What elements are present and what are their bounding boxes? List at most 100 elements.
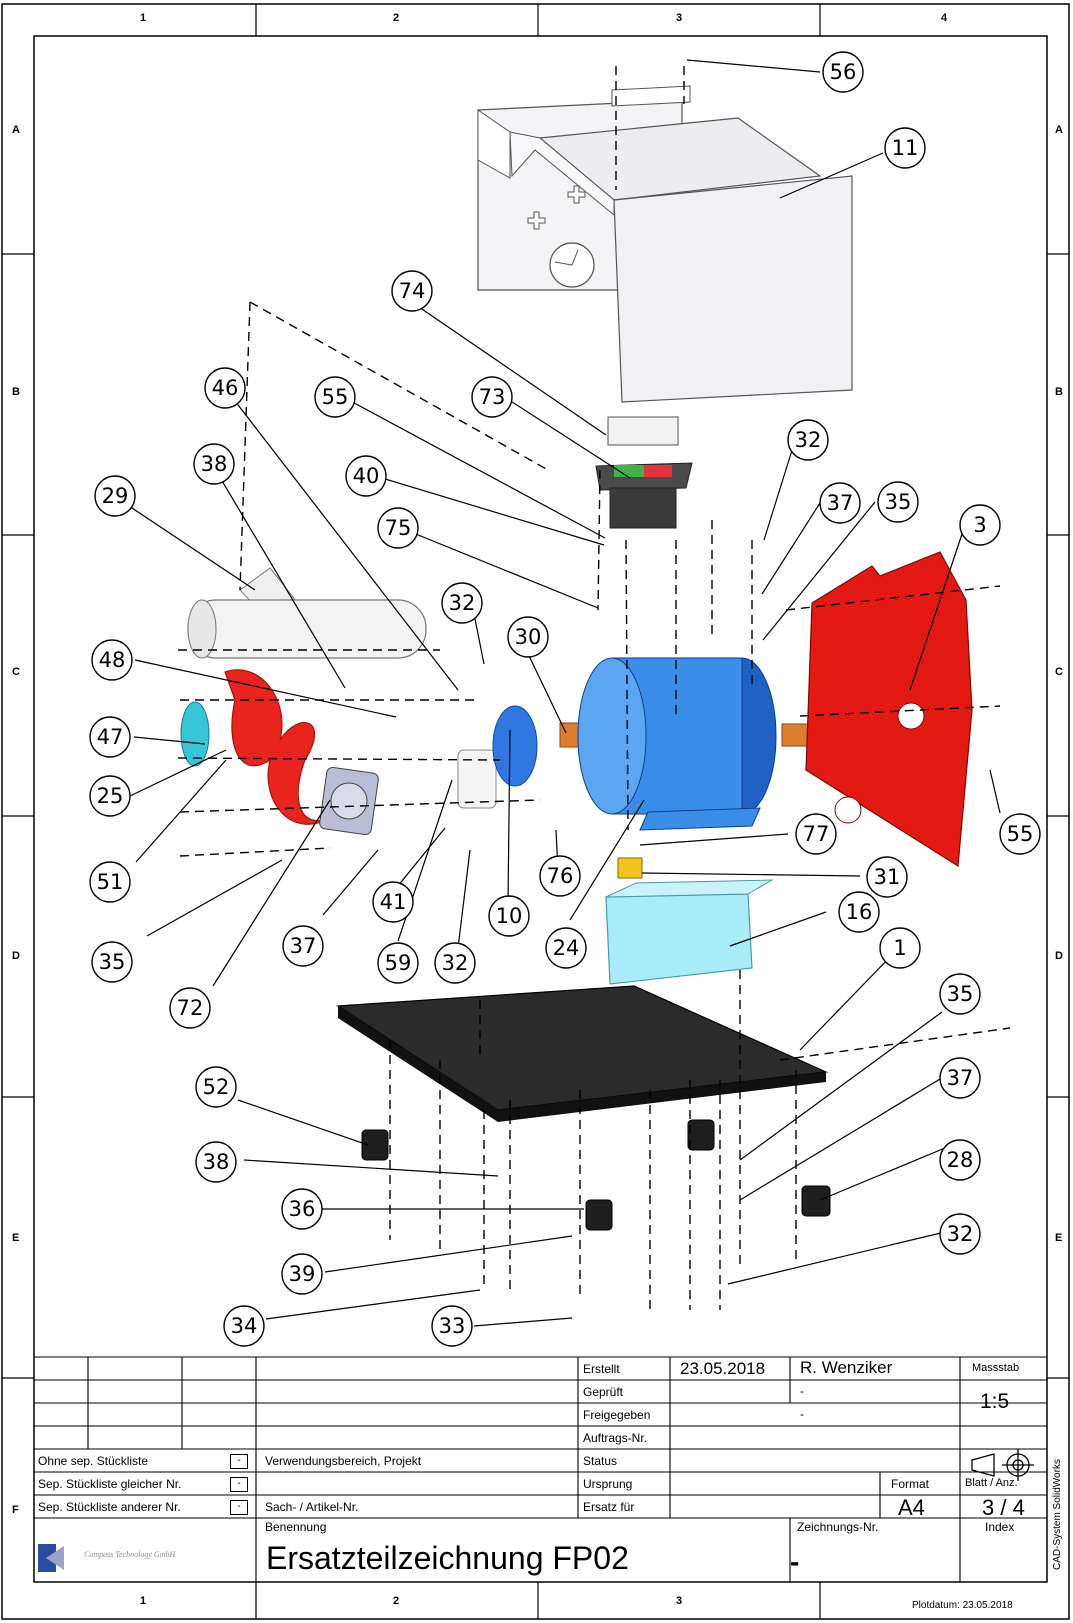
switch-assembly xyxy=(595,416,693,529)
zone-row-b-left: B xyxy=(12,386,20,398)
callout-circle xyxy=(91,941,133,983)
callout-circle xyxy=(193,443,235,485)
callout-label: 55 xyxy=(322,385,349,409)
ersatz-label: Ersatz für xyxy=(583,1500,635,1514)
pipe-component xyxy=(187,567,427,659)
callout-circle xyxy=(223,1305,265,1347)
freigegeben-label: Freigegeben xyxy=(583,1408,651,1422)
ohne-stueckliste-label: Ohne sep. Stückliste xyxy=(38,1454,149,1468)
callout-circle xyxy=(877,481,919,523)
callout-balloon: 73 xyxy=(471,376,513,418)
zone-row-d-right: D xyxy=(1055,950,1063,962)
plot-date: Plotdatum: 23.05.2018 xyxy=(912,1600,1013,1611)
callout-balloon: 51 xyxy=(89,861,131,903)
callout-circle xyxy=(89,775,131,817)
callout-circle xyxy=(391,270,433,312)
callout-label: 76 xyxy=(547,864,574,888)
callout-label: 38 xyxy=(201,452,228,476)
callout-balloon: 40 xyxy=(345,455,387,497)
callout-label: 36 xyxy=(289,1197,316,1221)
callout-balloon: 72 xyxy=(169,987,211,1029)
ohne-stueckliste-checkbox[interactable]: - xyxy=(230,1454,248,1469)
index-label: Index xyxy=(985,1520,1015,1534)
callout-label: 35 xyxy=(99,950,126,974)
callout-balloon: 25 xyxy=(89,775,131,817)
callout-circle xyxy=(822,51,864,93)
massstab-value: 1:5 xyxy=(980,1390,1010,1413)
callout-balloon: 33 xyxy=(431,1305,473,1347)
zone-row-a-left: A xyxy=(12,124,20,136)
callout-circle xyxy=(281,1253,323,1295)
sach-label: Sach- / Artikel-Nr. xyxy=(265,1500,359,1514)
callout-label: 73 xyxy=(479,385,506,409)
callout-label: 3 xyxy=(973,513,986,537)
format-label: Format xyxy=(891,1477,930,1491)
callout-label: 77 xyxy=(803,822,830,846)
callout-balloon: 41 xyxy=(372,881,414,923)
callout-circle xyxy=(89,861,131,903)
callout-label: 24 xyxy=(553,936,580,960)
callout-balloon: 35 xyxy=(91,941,133,983)
zone-row-a-right: A xyxy=(1055,124,1063,136)
callout-label: 37 xyxy=(947,1066,974,1090)
callout-circle xyxy=(431,1305,473,1347)
zone-col-4-top: 4 xyxy=(941,12,948,24)
erstellt-date: 23.05.2018 xyxy=(680,1359,766,1378)
callout-circle xyxy=(959,504,1001,546)
callout-label: 25 xyxy=(97,784,124,808)
callout-circle xyxy=(787,419,829,461)
callout-label: 52 xyxy=(203,1075,230,1099)
zone-row-b-right: B xyxy=(1055,386,1063,398)
small-parts xyxy=(605,857,774,985)
callout-balloon: 37 xyxy=(939,1057,981,1099)
callout-balloon: 32 xyxy=(434,942,476,984)
callout-circle xyxy=(441,582,483,624)
callout-circle xyxy=(795,813,837,855)
callout-balloon: 36 xyxy=(281,1188,323,1230)
callout-label: 46 xyxy=(212,376,239,400)
callout-circle xyxy=(507,616,549,658)
callout-circle xyxy=(939,1213,981,1255)
callout-balloon: 35 xyxy=(877,481,919,523)
callout-circle xyxy=(939,1139,981,1181)
leader-lines xyxy=(113,59,1001,1327)
zeichnungs-value: - xyxy=(790,1546,800,1577)
zone-row-e-left: E xyxy=(12,1232,20,1244)
benennung-label: Benennung xyxy=(265,1520,327,1534)
sep-anderer-checkbox[interactable]: - xyxy=(230,1500,248,1515)
blatt-label: Blatt / Anz. xyxy=(965,1477,1018,1489)
callout-balloon: 32 xyxy=(939,1213,981,1255)
callout-circle xyxy=(866,856,908,898)
zone-col-3-top: 3 xyxy=(676,12,683,24)
callout-label: 10 xyxy=(496,904,523,928)
callout-label: 39 xyxy=(289,1262,316,1286)
verwendung-label: Verwendungsbereich, Projekt xyxy=(265,1454,422,1468)
callout-label: 41 xyxy=(380,890,407,914)
callout-circle xyxy=(471,376,513,418)
compass-logo-icon xyxy=(38,1544,64,1572)
callout-label: 35 xyxy=(947,982,974,1006)
zone-row-c-left: C xyxy=(12,666,20,678)
callout-label: 74 xyxy=(399,279,426,303)
callout-balloon: 30 xyxy=(507,616,549,658)
callout-circle xyxy=(939,973,981,1015)
callout-balloon: 28 xyxy=(939,1139,981,1181)
callout-circle xyxy=(488,895,530,937)
belt-drive xyxy=(180,669,538,836)
callout-label: 48 xyxy=(99,648,126,672)
sep-gleich-checkbox[interactable]: - xyxy=(230,1477,248,1492)
callout-label: 75 xyxy=(385,516,412,540)
callout-label: 35 xyxy=(885,490,912,514)
callout-label: 37 xyxy=(290,934,317,958)
callout-circle xyxy=(434,942,476,984)
zone-col-3-bottom: 3 xyxy=(676,1595,683,1607)
cad-system-label: CAD-System SolidWorks xyxy=(1052,1459,1063,1570)
callout-label: 16 xyxy=(846,900,873,924)
callout-balloon: 34 xyxy=(223,1305,265,1347)
callout-balloon: 38 xyxy=(193,443,235,485)
zeichnungs-label: Zeichnungs-Nr. xyxy=(797,1520,879,1534)
base-plate xyxy=(336,985,829,1122)
callout-label: 37 xyxy=(827,491,854,515)
mounting-bracket xyxy=(805,551,973,868)
